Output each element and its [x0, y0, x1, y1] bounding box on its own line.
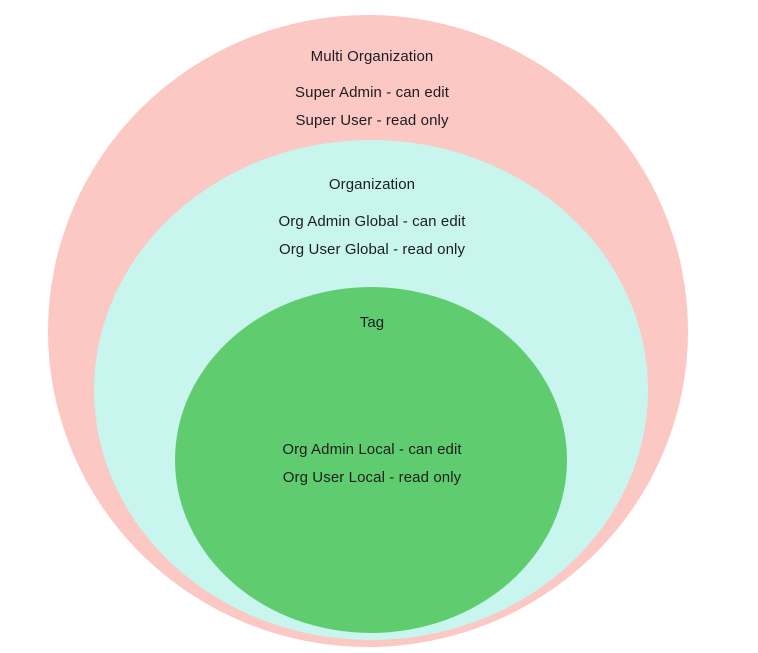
- role-line-super-admin: Super Admin - can edit: [295, 84, 449, 101]
- role-line-org-admin-global: Org Admin Global - can edit: [278, 213, 466, 230]
- role-line-org-admin-local: Org Admin Local - can edit: [282, 441, 462, 458]
- role-line-super-user: Super User - read only: [295, 112, 449, 129]
- tag-title: Tag: [359, 314, 385, 331]
- organization-title: Organization: [328, 176, 416, 193]
- multi-organization-title: Multi Organization: [310, 48, 434, 65]
- tag-roles: Org Admin Local - can edit Org User Loca…: [0, 436, 744, 492]
- organization-roles: Org Admin Global - can edit Org User Glo…: [0, 208, 744, 264]
- role-line-org-user-global: Org User Global - read only: [278, 241, 466, 258]
- role-line-org-user-local: Org User Local - read only: [282, 469, 462, 486]
- tag-circle: [175, 287, 567, 633]
- multi-organization-roles: Super Admin - can edit Super User - read…: [0, 79, 744, 135]
